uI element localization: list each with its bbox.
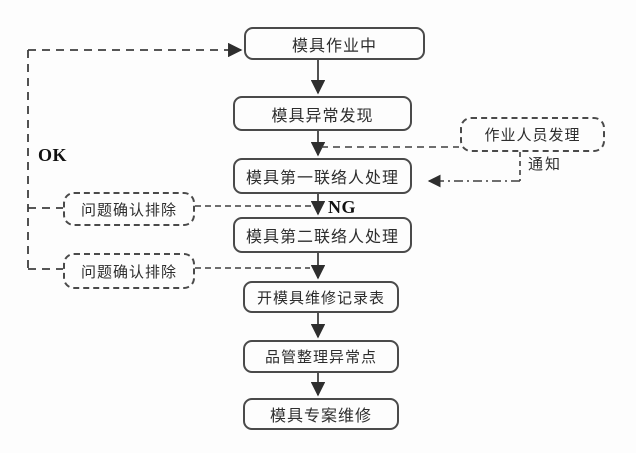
- flow-node-first-contact: 模具第一联络人处理: [233, 158, 412, 194]
- flow-node-repair-record-form: 开模具维修记录表: [243, 281, 399, 313]
- flow-node-mold-working: 模具作业中: [244, 27, 425, 60]
- flow-node-second-contact: 模具第二联络人处理: [233, 217, 412, 253]
- flow-node-abnormal-found: 模具异常发现: [233, 96, 412, 131]
- edge-label-ok: OK: [38, 145, 68, 165]
- side-node-operator-handle: 作业人员发理: [460, 117, 605, 152]
- edge-label-ng: NG: [328, 197, 356, 217]
- flow-node-special-repair: 模具专案维修: [243, 398, 399, 430]
- feedback-node-problem-resolved-1: 问题确认排除: [63, 192, 195, 226]
- edge-label-notify: 通知: [528, 157, 563, 173]
- feedback-node-problem-resolved-2: 问题确认排除: [63, 253, 195, 289]
- flow-node-qc-abnormal-points: 品管整理异常点: [243, 340, 399, 373]
